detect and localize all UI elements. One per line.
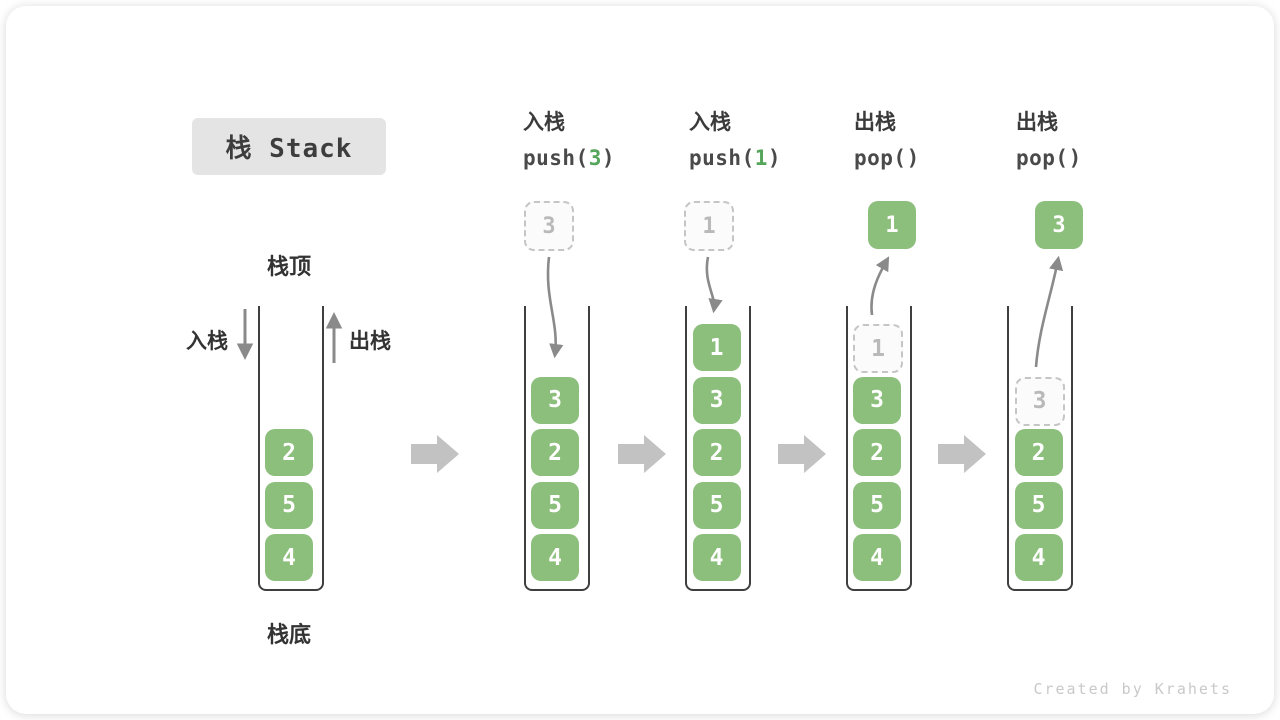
stack-container-pop-1 [846, 306, 912, 591]
floating-value-pop-3: 3 [1035, 201, 1083, 249]
step-header-pop-3: 出栈 pop() [1016, 112, 1186, 170]
stack-cell: 5 [531, 481, 579, 529]
stack-cell: 2 [531, 429, 579, 476]
stack-cell: 3 [853, 376, 901, 424]
step-code-label: pop() [1016, 146, 1186, 170]
stack-container-pop-3 [1007, 306, 1073, 591]
stack-cell: 5 [265, 481, 313, 529]
stack-cell: 2 [853, 429, 901, 476]
diagram-title: 栈 Stack [192, 118, 386, 175]
step-op-label: 入栈 [689, 111, 731, 134]
push-side-label: 入栈 [186, 330, 228, 353]
code-prefix: push( [689, 146, 755, 170]
pop-side-label: 出栈 [349, 330, 391, 353]
code-prefix: pop( [1016, 146, 1069, 170]
stack-cell: 3 [692, 376, 741, 424]
stack-slot-dashed: 3 [1014, 376, 1065, 426]
flow-arrow-1 [411, 435, 459, 473]
floating-value-pop-1: 1 [868, 201, 916, 249]
stack-top-label: 栈顶 [266, 254, 311, 279]
code-suffix: ) [1068, 146, 1082, 170]
stack-cell: 2 [265, 429, 313, 476]
stack-cell: 4 [853, 534, 901, 581]
step-code-label: push(3) [523, 146, 693, 170]
floating-value-push-1: 1 [684, 201, 734, 251]
stack-cell: 4 [692, 534, 741, 581]
code-suffix: ) [906, 146, 920, 170]
step-op-label: 出栈 [1016, 111, 1058, 134]
push-1-arrow [705, 256, 723, 314]
floating-value-push-3: 3 [524, 201, 574, 251]
stack-bottom-label: 栈底 [266, 622, 311, 647]
step-header-push-1: 入栈 push(1) [689, 112, 859, 170]
stack-cell: 4 [531, 534, 579, 581]
code-prefix: push( [523, 146, 589, 170]
stack-cell: 4 [1014, 534, 1063, 581]
step-code-label: pop() [854, 146, 1024, 170]
stack-cell: 5 [1014, 481, 1063, 529]
code-suffix: ) [767, 146, 782, 170]
stack-cell: 1 [692, 324, 741, 371]
watermark: Created by Krahets [1033, 680, 1232, 698]
step-op-label: 出栈 [854, 111, 896, 134]
code-suffix: ) [601, 146, 616, 170]
stack-cell: 2 [692, 429, 741, 476]
flow-arrow-4 [938, 435, 986, 473]
step-header-pop-1: 出栈 pop() [854, 112, 1024, 170]
stack-cell: 3 [531, 376, 579, 424]
stack-cell: 4 [265, 534, 313, 581]
flow-arrow-3 [778, 435, 826, 473]
step-code-label: push(1) [689, 146, 859, 170]
code-arg: 1 [754, 146, 768, 170]
stack-container-initial [258, 306, 324, 591]
stack-cell: 2 [1014, 429, 1063, 476]
stack-container-push-3 [524, 306, 590, 591]
step-op-label: 入栈 [523, 111, 565, 134]
diagram-card: 栈 Stack 入栈 push(3) 入栈 push(1) 出栈 pop() 出… [6, 6, 1274, 714]
flow-arrow-2 [618, 435, 666, 473]
code-prefix: pop( [854, 146, 907, 170]
stack-cell: 5 [692, 481, 741, 529]
code-arg: 3 [588, 146, 602, 170]
stack-slot-dashed: 1 [853, 324, 903, 373]
step-header-push-3: 入栈 push(3) [523, 112, 693, 170]
stack-container-push-1 [685, 306, 751, 591]
stack-cell: 5 [853, 481, 901, 529]
